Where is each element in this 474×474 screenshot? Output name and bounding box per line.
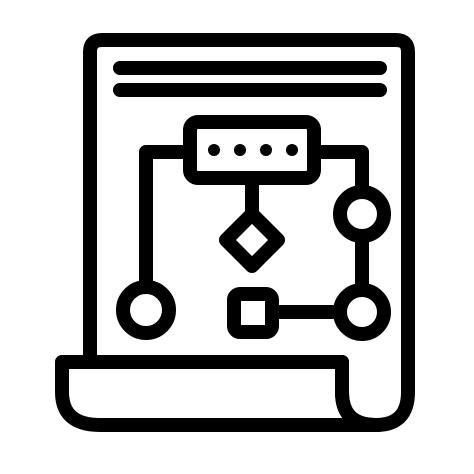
left-node-circle: [116, 280, 176, 340]
dot-2: [234, 144, 246, 156]
decision-diamond: [219, 207, 285, 273]
connector-left: [139, 145, 197, 293]
dot-3: [260, 144, 272, 156]
dot-4: [286, 144, 298, 156]
document-curl: [55, 355, 383, 432]
dot-1: [208, 144, 220, 156]
connector-right-top: [307, 145, 369, 199]
process-box-dots: [208, 144, 298, 156]
